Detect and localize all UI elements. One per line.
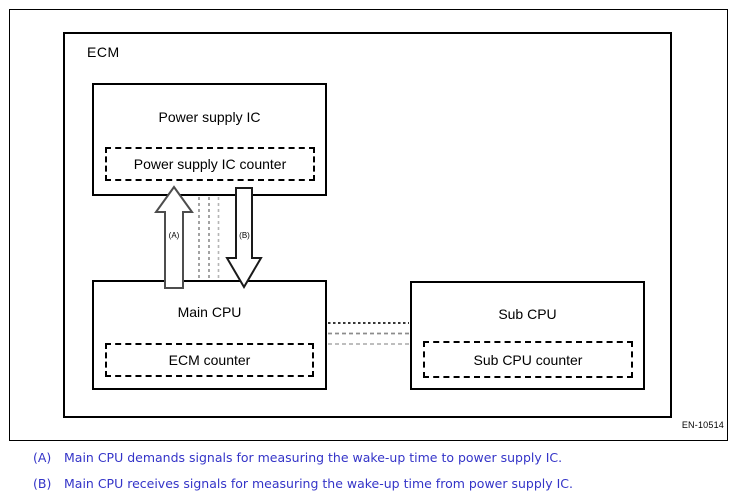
- sub-cpu-counter-label: Sub CPU counter: [473, 351, 583, 368]
- sub-cpu-title: Sub CPU: [498, 306, 557, 322]
- caption-a-text: Main CPU demands signals for measuring t…: [64, 450, 563, 465]
- power-supply-ic-title: Power supply IC: [158, 109, 261, 125]
- figure-id: EN-10514: [681, 420, 724, 430]
- ecm-counter-box: ECM counter: [105, 343, 314, 377]
- figure-frame: [9, 9, 728, 441]
- caption-b-text: Main CPU receives signals for measuring …: [64, 476, 574, 491]
- ecm-label: ECM: [87, 44, 120, 60]
- main-cpu-box: Main CPU ECM counter: [92, 280, 327, 390]
- power-supply-ic-box: Power supply IC Power supply IC counter: [92, 83, 327, 196]
- power-supply-ic-counter-label: Power supply IC counter: [133, 156, 287, 172]
- caption-a-label: (A): [33, 450, 52, 465]
- arrow-b-label: (B): [239, 231, 250, 240]
- sub-cpu-counter-box: Sub CPU counter: [423, 341, 633, 378]
- power-supply-ic-counter-box: Power supply IC counter: [105, 147, 315, 181]
- main-cpu-title: Main CPU: [177, 304, 242, 320]
- ecm-counter-label: ECM counter: [168, 352, 251, 368]
- sub-cpu-box: Sub CPU Sub CPU counter: [410, 281, 645, 390]
- ecm-box: [63, 32, 672, 418]
- caption-b-label: (B): [33, 476, 52, 491]
- arrow-a-label: (A): [168, 231, 180, 240]
